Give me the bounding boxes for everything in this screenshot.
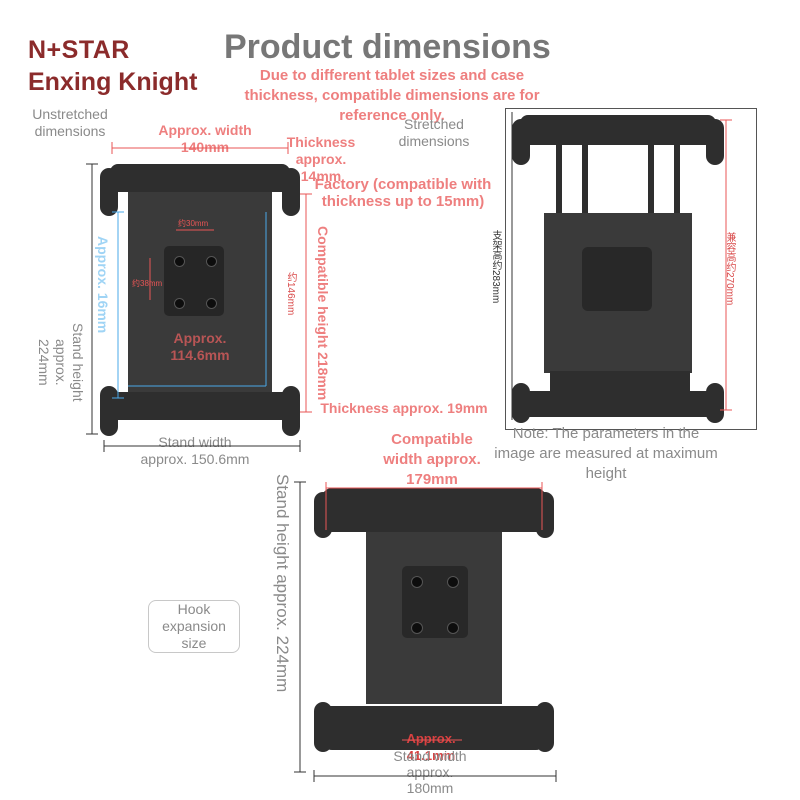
- stretched-note: Note: The parameters in the image are me…: [494, 425, 718, 482]
- stretched-frame: [505, 108, 757, 430]
- page-title: Product dimensions: [224, 28, 551, 66]
- hook-compatible-width: Compatible width approx. 179mm: [383, 431, 481, 488]
- unstretched-thickness-top: Thickness approx. 14mm: [286, 134, 356, 184]
- reference-note: Due to different tablet sizes and case t…: [244, 67, 540, 124]
- brand-line-1: N+STAR: [28, 36, 130, 64]
- stretched-support-height: 支架高约283mm: [490, 230, 501, 304]
- unstretched-thickness-bottom: Thickness approx. 19mm: [320, 400, 488, 416]
- brand-line-2: Enxing Knight: [28, 68, 198, 96]
- unstretched-hole-spacing-v: 约38mm: [132, 279, 163, 288]
- hook-stand-height: Stand height approx. 224mm: [273, 474, 292, 693]
- unstretched-label: Unstretched dimensions: [32, 106, 108, 139]
- unstretched-dimension-lines: [86, 142, 312, 452]
- unstretched-mount: [100, 160, 300, 440]
- hook-expansion-text: Hook expansion size: [148, 600, 240, 653]
- unstretched-stand-height: Stand height approx. 224mm: [36, 322, 86, 402]
- stretched-label: Stretched dimensions: [398, 116, 470, 149]
- stretched-dimension-lines: [511, 112, 732, 420]
- stretched-compatible-height: 兼容高约270mm: [724, 232, 735, 306]
- unstretched-factory-note: Factory (compatible with thickness up to…: [314, 176, 492, 210]
- unstretched-center-label: Approx. 114.6mm: [170, 330, 230, 363]
- unstretched-compatible-height: Compatible height 218mm: [315, 226, 331, 401]
- hook-expansion-label: Hook expansion size: [146, 600, 242, 653]
- unstretched-left-height: Approx. 16mm: [95, 236, 111, 334]
- hook-dimension-lines: [294, 481, 557, 782]
- hook-bottom-label: Approx. 41.1mm: [406, 731, 456, 763]
- unstretched-hole-spacing-h: 约30mm: [178, 219, 209, 228]
- unstretched-inner-height: 约146mm: [285, 272, 296, 316]
- hook-mount: [310, 488, 558, 778]
- unstretched-width-label: Approx. width 140mm: [158, 122, 252, 155]
